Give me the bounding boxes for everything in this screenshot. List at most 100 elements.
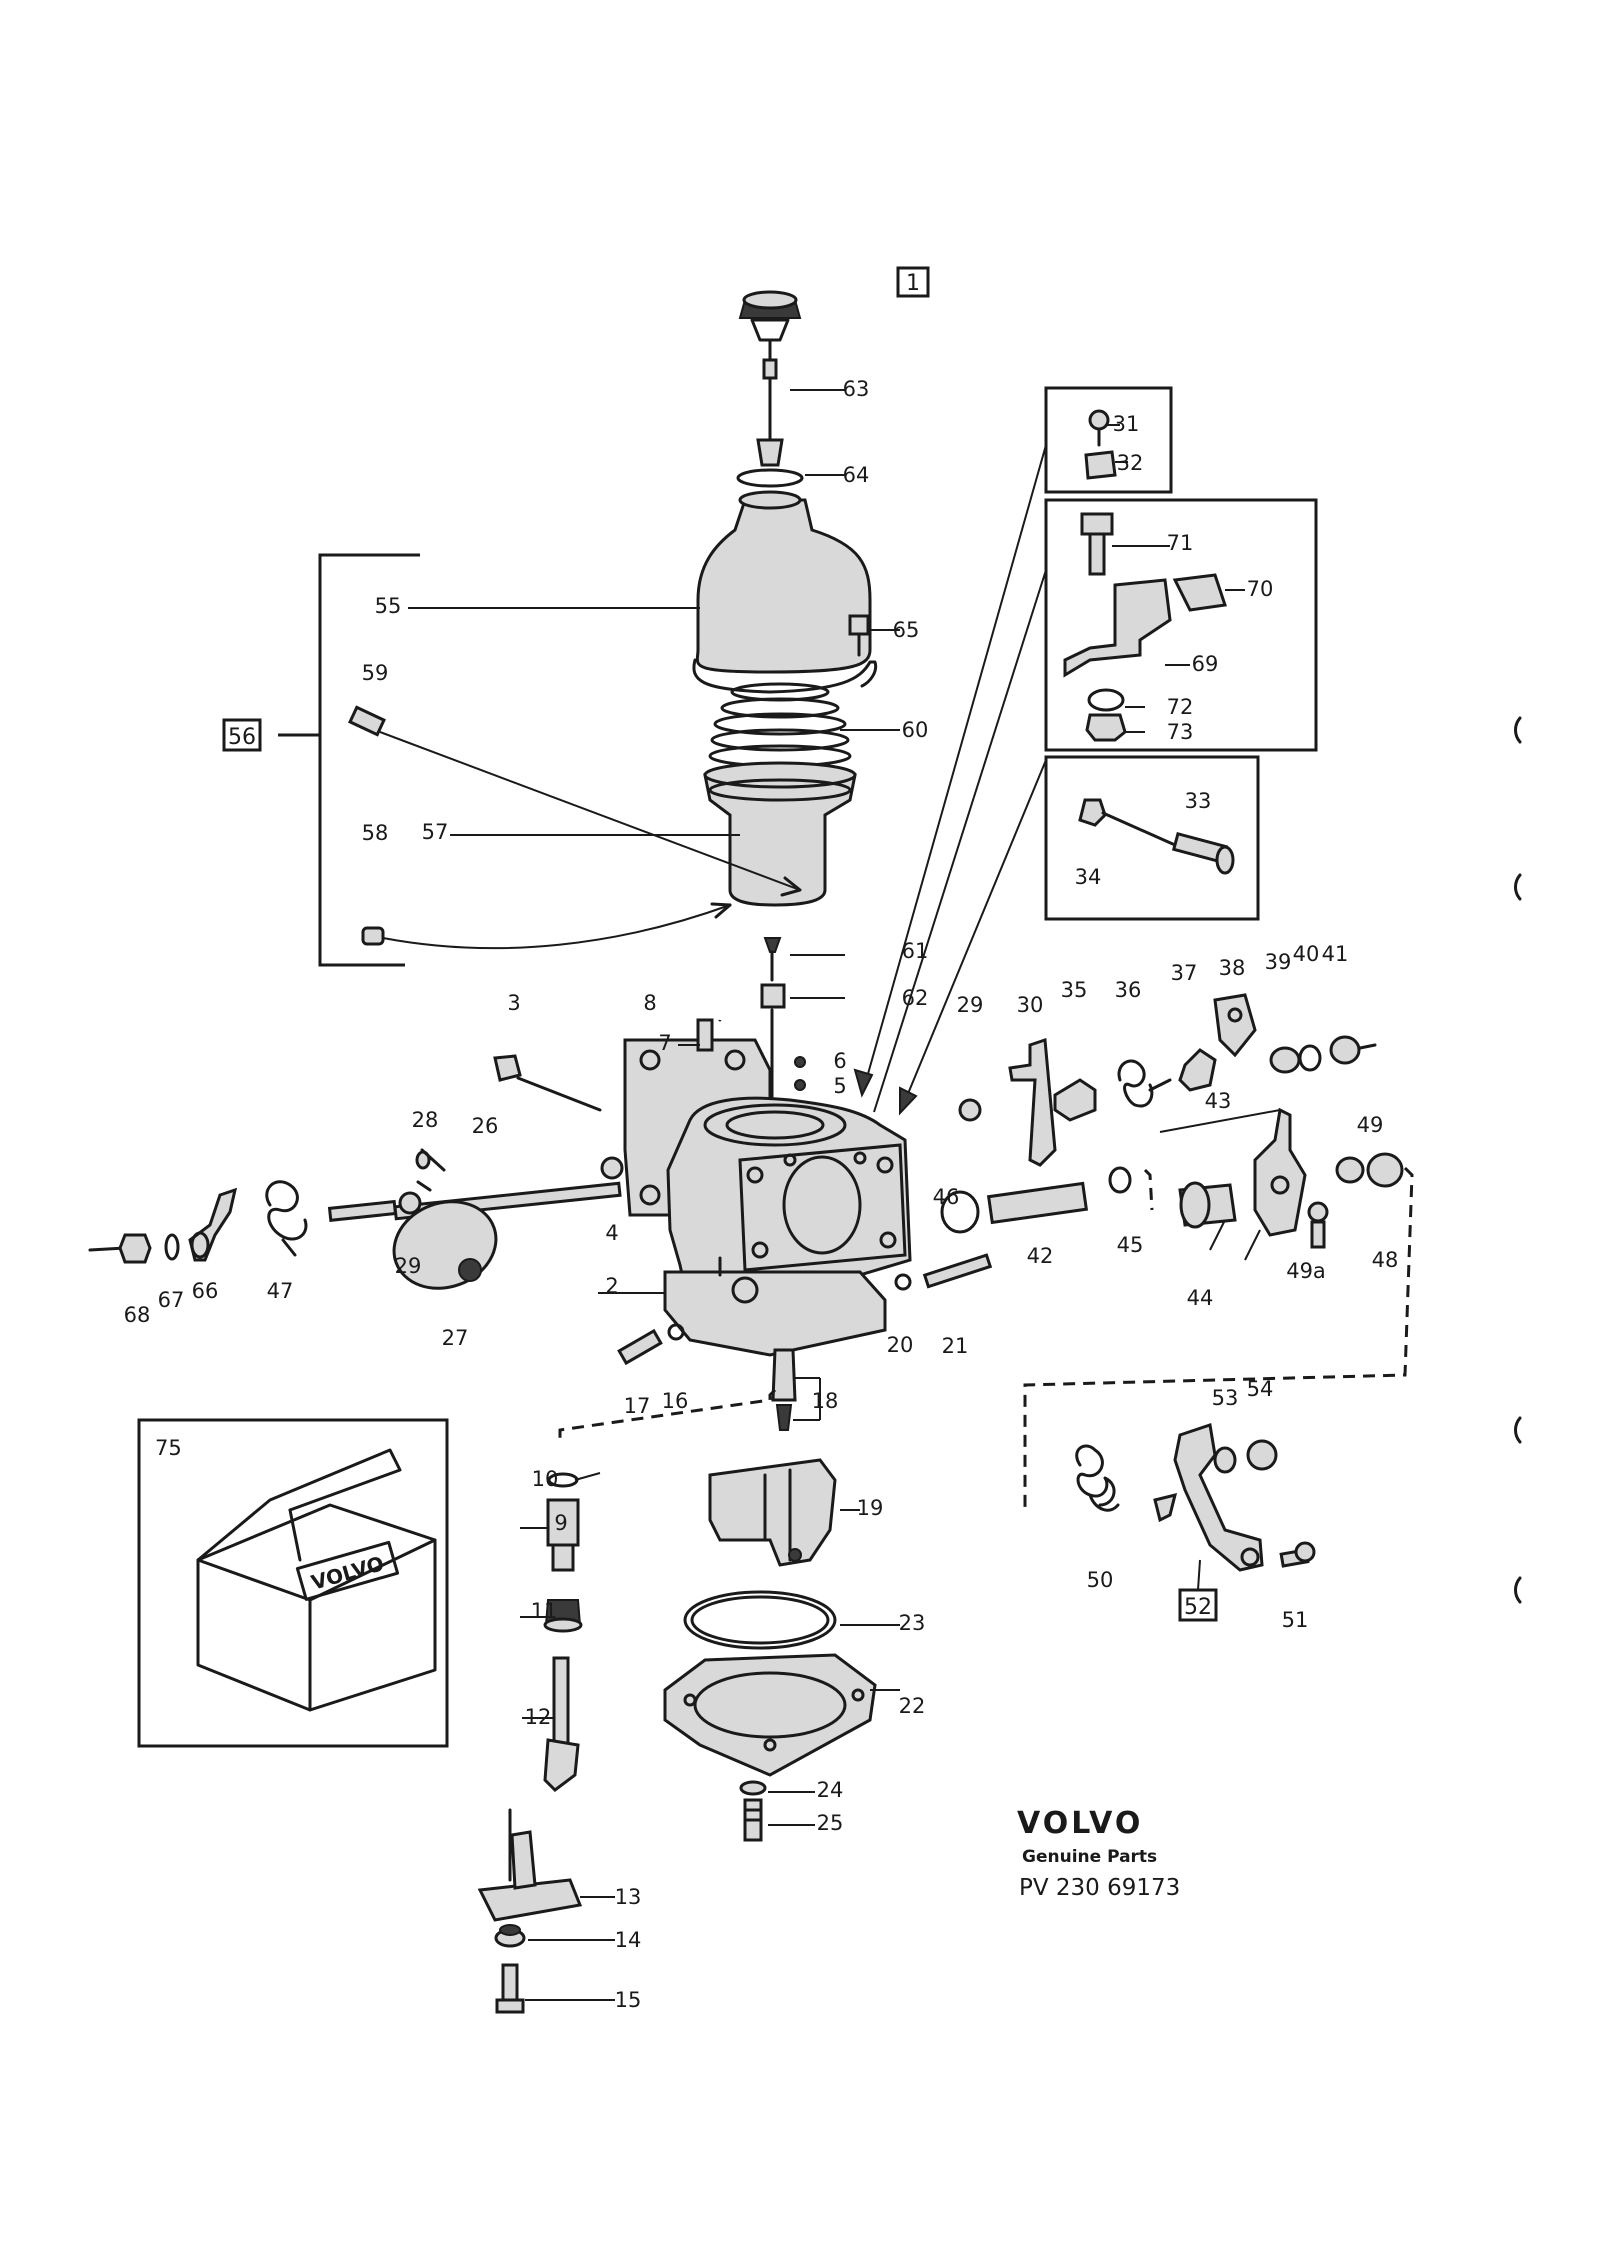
dashpot-assembly <box>692 290 878 1122</box>
callout-57: 57 <box>422 820 449 844</box>
callout-26: 26 <box>472 1114 499 1138</box>
footer-subtitle: Genuine Parts <box>1022 1847 1157 1867</box>
callout-54: 54 <box>1247 1377 1274 1401</box>
group-52-parts: 52 <box>1075 1423 1316 1622</box>
callout-72: 72 <box>1167 695 1194 719</box>
callout-22: 22 <box>899 1694 926 1718</box>
callout-31: 31 <box>1113 412 1140 436</box>
callout-69: 69 <box>1192 652 1219 676</box>
callout-21: 21 <box>942 1334 969 1358</box>
callout-6: 6 <box>833 1049 846 1073</box>
callout-45: 45 <box>1117 1233 1144 1257</box>
footer-code: PV 230 69173 <box>1019 1875 1180 1901</box>
jet-assembly <box>477 1472 583 2014</box>
callout-34: 34 <box>1075 865 1102 889</box>
callout-20: 20 <box>887 1333 914 1357</box>
carburettor-body <box>327 937 912 1357</box>
callout-62: 62 <box>902 986 929 1010</box>
float-chamber <box>558 1253 993 1842</box>
left-spindle-parts <box>88 1148 446 1264</box>
inset-70-74 <box>1044 498 1318 752</box>
callout-53: 53 <box>1212 1386 1239 1410</box>
throttle-linkage <box>940 993 1414 1510</box>
callout-25: 25 <box>817 1811 844 1835</box>
callout-59: 59 <box>362 661 389 685</box>
callout-33: 33 <box>1185 789 1212 813</box>
callout-16: 16 <box>662 1389 689 1413</box>
callout-2: 2 <box>605 1274 618 1298</box>
callout-5: 5 <box>833 1074 846 1098</box>
callout-17: 17 <box>624 1394 651 1418</box>
callout-27: 27 <box>442 1326 469 1350</box>
callout-19: 19 <box>857 1496 884 1520</box>
callout-40: 40 <box>1293 942 1320 966</box>
spring <box>708 682 852 768</box>
callout-64: 64 <box>843 463 870 487</box>
group-52-label: 52 <box>1184 1595 1212 1620</box>
callout-32: 32 <box>1117 451 1144 475</box>
callout-3: 3 <box>507 991 520 1015</box>
callout-8: 8 <box>643 991 656 1015</box>
sheet-number-box: 1 <box>896 266 930 298</box>
callout-14: 14 <box>615 1928 642 1952</box>
callout-35: 35 <box>1061 978 1088 1002</box>
callout-28: 28 <box>412 1108 439 1132</box>
callout-44: 44 <box>1187 1286 1214 1310</box>
footer-brand: VOLVO <box>1017 1806 1143 1841</box>
callout-63: 63 <box>843 377 870 401</box>
callout-42: 42 <box>1027 1244 1054 1268</box>
callout-24: 24 <box>817 1778 844 1802</box>
callout-18: 18 <box>812 1389 839 1413</box>
callout-50: 50 <box>1087 1568 1114 1592</box>
footer: VOLVO Genuine Parts PV 230 69173 <box>1017 1806 1180 1901</box>
group-56-bracket: 56 <box>222 553 802 967</box>
callout-23: 23 <box>899 1611 926 1635</box>
callout-67: 67 <box>158 1288 185 1312</box>
group-56-label: 56 <box>228 725 256 750</box>
callout-43: 43 <box>1205 1089 1232 1113</box>
sheet-number: 1 <box>906 271 920 296</box>
callout-47: 47 <box>267 1279 294 1303</box>
callout-13: 13 <box>615 1885 642 1909</box>
callout-49: 49 <box>1357 1113 1384 1137</box>
callout-38: 38 <box>1219 956 1246 980</box>
callout-4: 4 <box>605 1221 618 1245</box>
kit-box-number: 75 <box>155 1436 182 1460</box>
callout-48: 48 <box>1372 1248 1399 1272</box>
callout-71: 71 <box>1167 531 1194 555</box>
callout-7: 7 <box>658 1031 671 1055</box>
callout-58: 58 <box>362 821 389 845</box>
callout-60: 60 <box>902 718 929 742</box>
callout-51: 51 <box>1282 1608 1309 1632</box>
callout-29: 29 <box>957 993 984 1017</box>
callout-12: 12 <box>525 1705 552 1729</box>
callout-36: 36 <box>1115 978 1142 1002</box>
inset-33-34 <box>1044 755 1260 921</box>
callout-46: 46 <box>933 1185 960 1209</box>
callout-68: 68 <box>124 1303 151 1327</box>
callout-39: 39 <box>1265 950 1292 974</box>
kit-box-75: 75 VOLVO <box>137 1418 449 1748</box>
callout-11: 11 <box>531 1599 558 1623</box>
callout-37: 37 <box>1171 961 1198 985</box>
callout-30: 30 <box>1017 993 1044 1017</box>
callout-9: 9 <box>554 1511 567 1535</box>
margin-marks <box>1514 716 1522 1604</box>
callout-15: 15 <box>615 1988 642 2012</box>
callout-65: 65 <box>893 618 920 642</box>
callout-10: 10 <box>532 1467 559 1491</box>
suction-chamber <box>695 498 872 674</box>
callout-73: 73 <box>1167 720 1194 744</box>
callout-66: 66 <box>192 1279 219 1303</box>
callout-61: 61 <box>902 939 929 963</box>
inset-31-32 <box>1044 386 1173 494</box>
piston <box>703 773 857 907</box>
callout-29: 29 <box>395 1254 422 1278</box>
callout-55: 55 <box>375 594 402 618</box>
leader-lines <box>408 389 1261 2001</box>
callout-41: 41 <box>1322 942 1349 966</box>
callout-49a: 49a <box>1286 1259 1326 1283</box>
inset-boxes <box>853 386 1318 1116</box>
